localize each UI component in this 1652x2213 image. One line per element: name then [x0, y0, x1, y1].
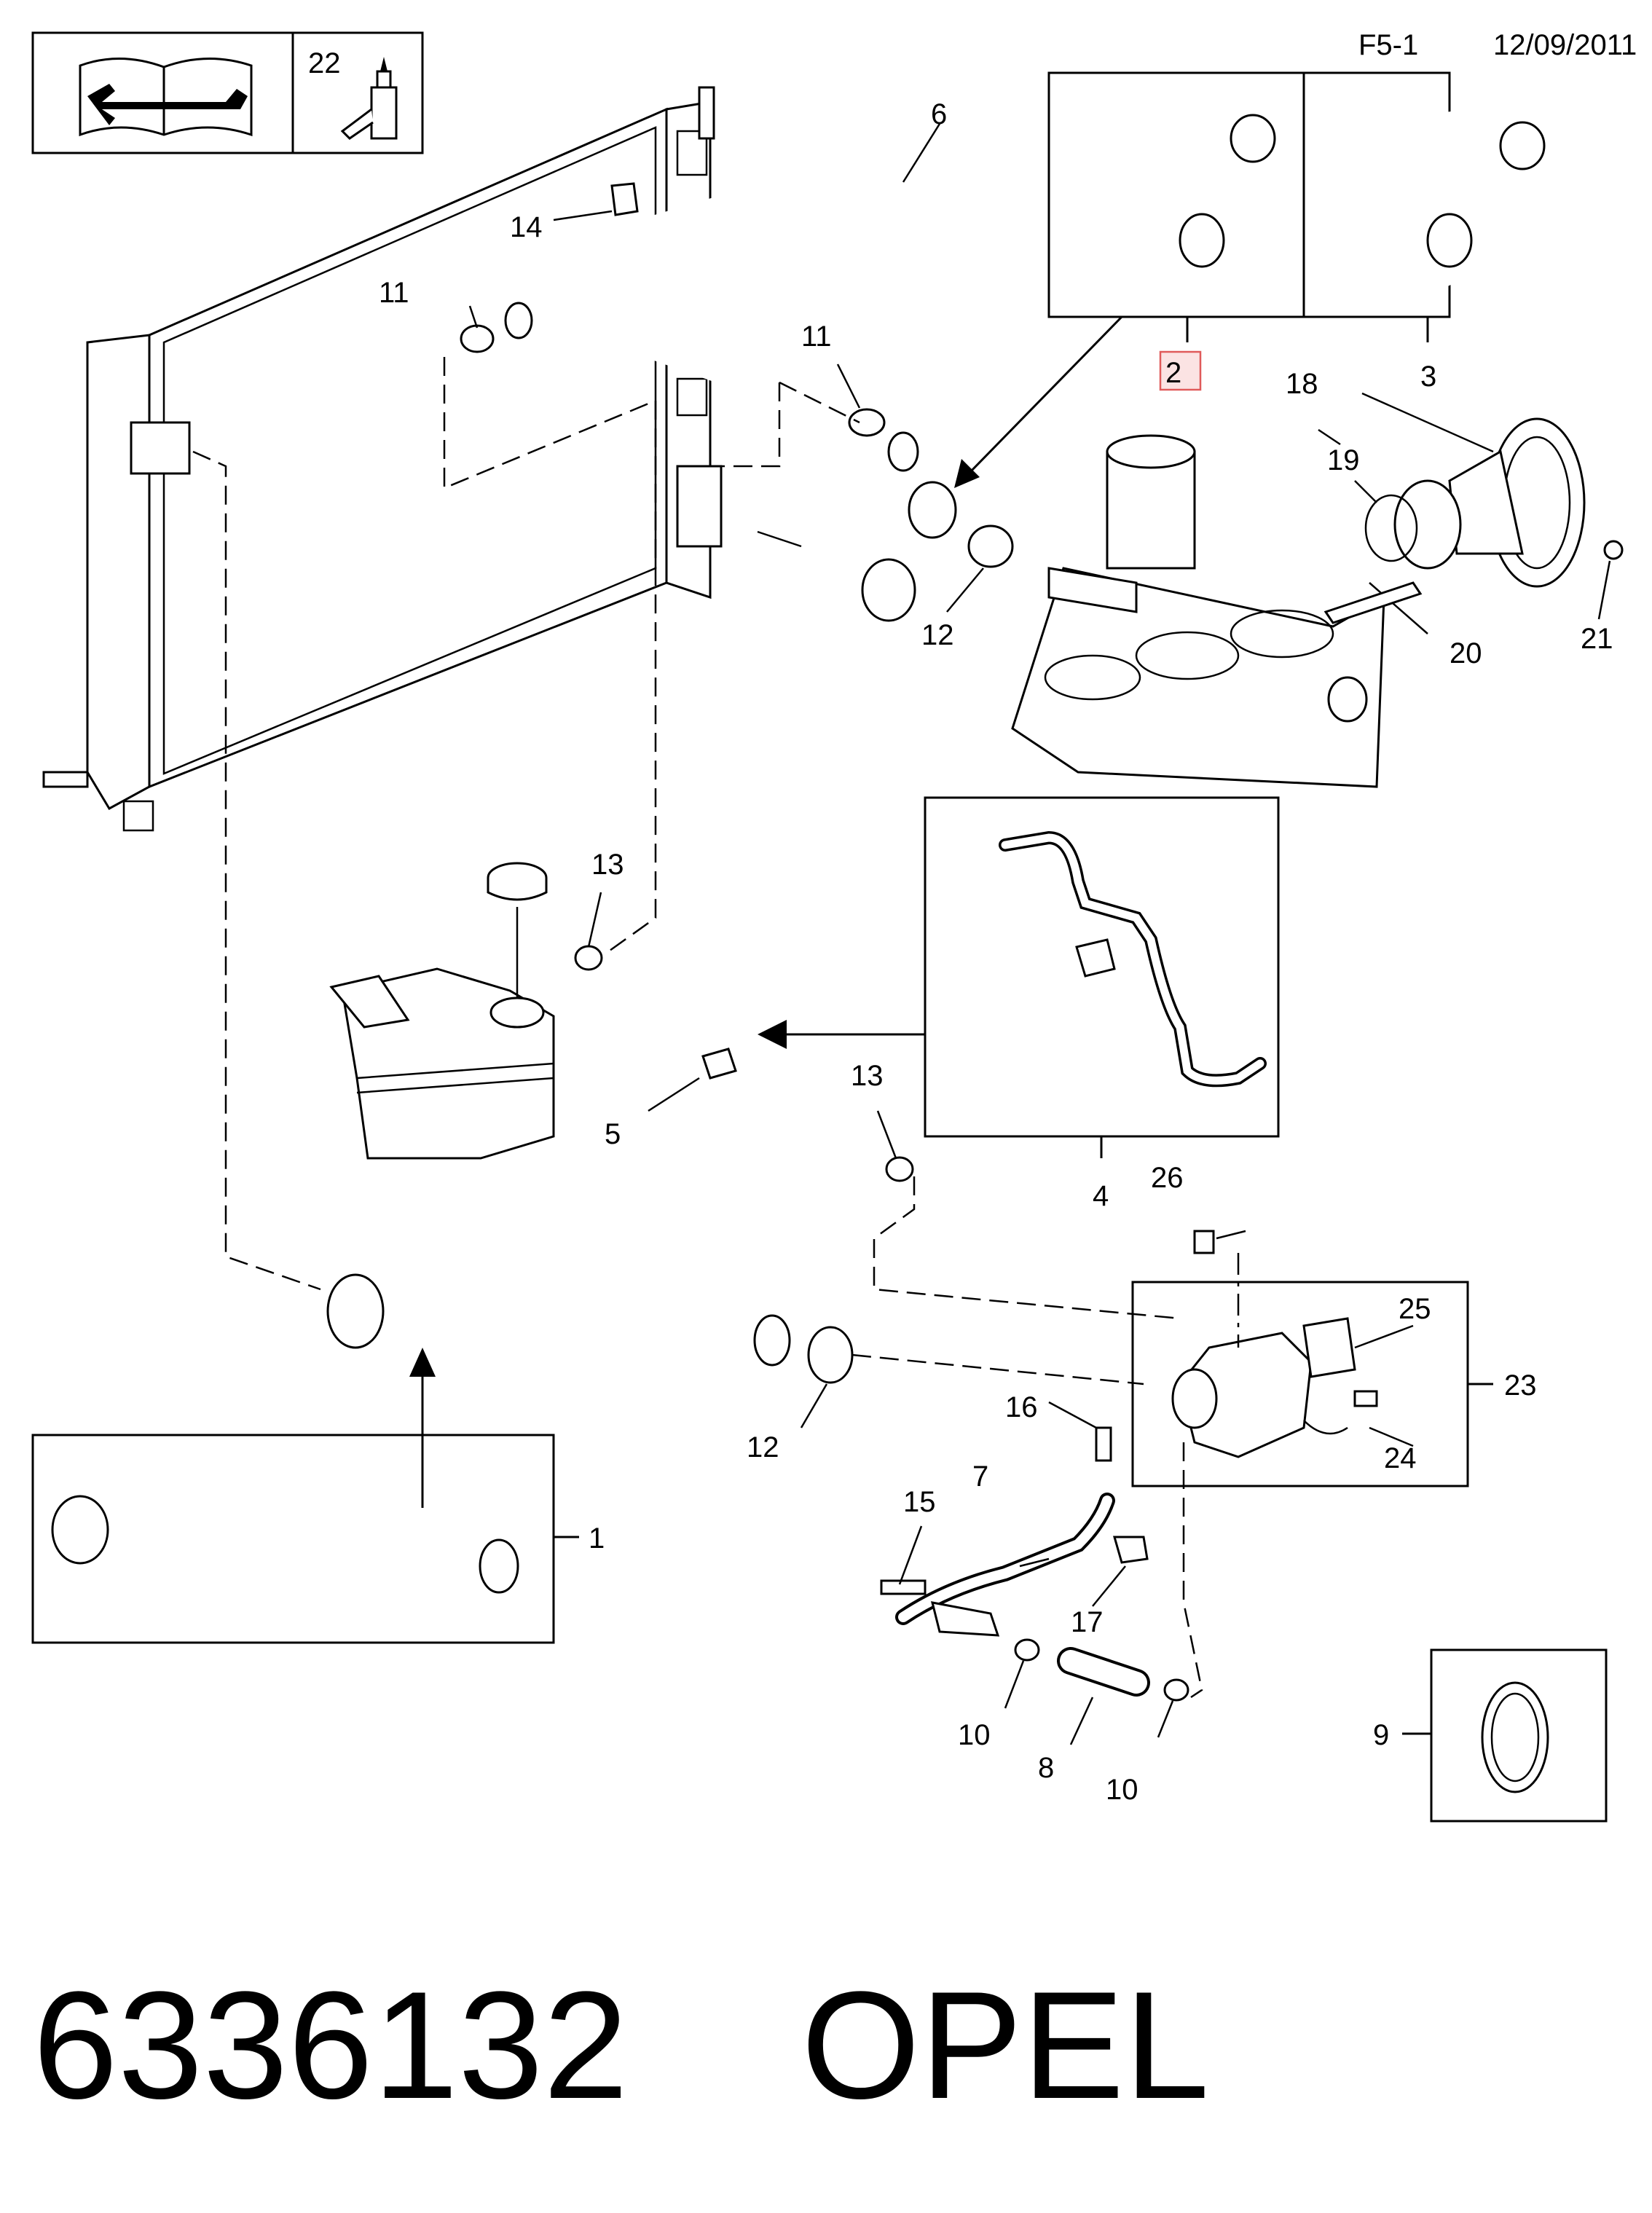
bolt-16: [1095, 1426, 1112, 1462]
callout-11-left: 11: [379, 277, 409, 309]
callout-3: 3: [1420, 361, 1436, 393]
callout-15: 15: [903, 1486, 936, 1518]
callout-4: 4: [1093, 1180, 1109, 1212]
repair-manual-icon: [79, 57, 253, 137]
callout-14: 14: [510, 211, 543, 243]
callout-22: 22: [308, 47, 341, 79]
callout-17: 17: [1071, 1606, 1104, 1638]
hose-1: [326, 1249, 792, 1367]
callout-20: 20: [1450, 637, 1482, 669]
inset-box-23: [1131, 1281, 1469, 1487]
expansion-tank: [329, 967, 555, 1160]
callout-25: 25: [1399, 1293, 1431, 1325]
hose-4: [598, 936, 902, 1187]
callout-9: 9: [1373, 1719, 1389, 1751]
callout-21: 21: [1581, 623, 1613, 655]
pipe-7: [895, 1493, 1115, 1637]
part-number: 6336132: [33, 1960, 629, 2131]
callout-26: 26: [1151, 1162, 1184, 1194]
hose-6: [504, 162, 957, 472]
clamp-12-lower: [807, 1326, 854, 1384]
inset-box-2-3: [1047, 71, 1546, 318]
callout-1: 1: [589, 1522, 605, 1554]
callout-12-lower: 12: [747, 1431, 779, 1463]
callout-10-left: 10: [958, 1719, 991, 1751]
bolt-26: [1193, 1230, 1215, 1254]
callout-19: 19: [1327, 444, 1360, 476]
callout-12-upper: 12: [921, 619, 954, 651]
callout-10-right: 10: [1106, 1774, 1138, 1806]
water-pump: [1393, 417, 1586, 588]
inset-box-4: [924, 796, 1280, 1138]
legend-box: 22: [31, 31, 424, 154]
clamp-11-left: [460, 324, 495, 353]
callout-13-upper: 13: [591, 849, 624, 881]
diagram-date: 12/09/2011: [1493, 29, 1637, 61]
clamp-11-right: [848, 408, 886, 437]
sheet-reference: F5-1: [1358, 29, 1418, 61]
bolt-15: [880, 1579, 927, 1595]
callout-5: 5: [605, 1118, 621, 1150]
callout-23: 23: [1504, 1369, 1537, 1402]
engine-block: [1011, 434, 1385, 788]
brand-name: OPEL: [801, 1960, 1209, 2131]
callout-18: 18: [1286, 368, 1318, 400]
clamp-13-lower: [885, 1156, 914, 1182]
gasket-17: [1113, 1536, 1149, 1564]
sealant-bottle-icon: [340, 57, 398, 140]
callout-8: 8: [1038, 1752, 1054, 1784]
clamp-10-right: [1163, 1678, 1189, 1702]
inset-box-9: [1430, 1648, 1608, 1823]
callout-11-right: 11: [801, 321, 832, 353]
callout-24: 24: [1384, 1442, 1417, 1474]
clamp-10-left: [1014, 1638, 1040, 1662]
hose-8: [1057, 1647, 1150, 1697]
callout-7: 7: [972, 1461, 988, 1493]
callout-13-lower: 13: [851, 1060, 884, 1092]
clamp-13-upper: [574, 945, 603, 971]
hose-2: [760, 481, 957, 642]
clamp-12-upper: [967, 524, 1014, 568]
clamp-5: [701, 1047, 737, 1080]
highlighted-part-box: [1159, 350, 1202, 391]
callout-2: 2: [1165, 357, 1181, 389]
filler-cap: [487, 862, 548, 901]
callout-6: 6: [931, 98, 947, 130]
inset-box-1: [31, 1434, 555, 1644]
o-ring-19: [1364, 494, 1418, 562]
callout-16: 16: [1005, 1391, 1038, 1423]
